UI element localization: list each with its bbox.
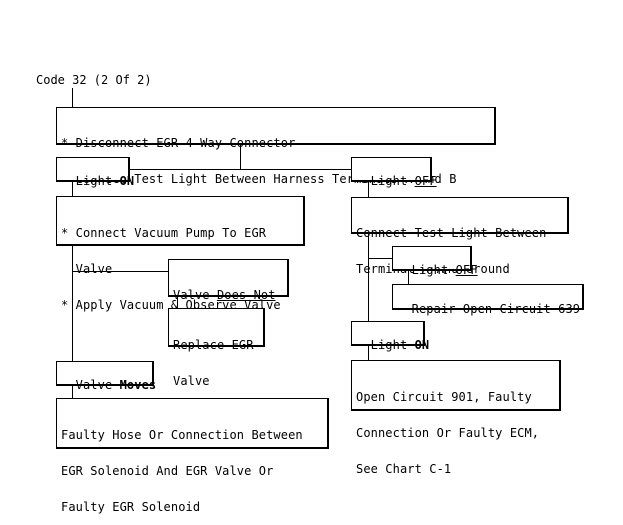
connector <box>72 88 73 107</box>
valve-state: Moves <box>119 378 157 392</box>
light-label: Light <box>411 263 456 277</box>
step-line: Valve <box>61 262 113 276</box>
vacuum-step-box: * Connect Vacuum Pump To EGR Valve * App… <box>56 196 305 311</box>
connector <box>72 182 73 196</box>
step-line: Connect Test Light Between <box>356 226 547 240</box>
step-line: * Apply Vacuum & Observe Valve <box>61 298 281 312</box>
step-line: Faulty Hose Or Connection Between <box>61 428 303 442</box>
valve-label: Valve <box>173 288 217 302</box>
connector <box>128 169 352 170</box>
repair-circuit-box: Repair Open Circuit 639 <box>392 284 584 315</box>
chart-title: Code 32 (2 Of 2) <box>36 73 152 87</box>
replace-valve-box: Replace EGR Valve <box>168 308 265 387</box>
light-label: Light <box>370 338 415 352</box>
step-line: Valve <box>173 374 210 388</box>
repair-text: Repair Open Circuit 639 <box>411 302 581 316</box>
faulty-hose-box: Faulty Hose Or Connection Between EGR So… <box>56 398 329 513</box>
light-state: ON <box>414 338 430 352</box>
step-line: Faulty EGR Solenoid <box>61 500 201 514</box>
light-off-box-2: Light OFF <box>392 246 477 276</box>
connector <box>177 296 178 308</box>
valve-moves-box: Valve Moves <box>56 361 156 391</box>
light-off-box: Light OFF <box>351 157 436 187</box>
step-line: EGR Solenoid And EGR Valve Or <box>61 464 274 478</box>
connector <box>72 271 168 272</box>
connector <box>368 233 369 321</box>
disconnect-step-box: * Disconnect EGR 4-Way Connector * Conne… <box>56 107 496 185</box>
step-line: Replace EGR <box>173 338 254 352</box>
step-line: See Chart C-1 <box>356 462 452 476</box>
light-label: Light <box>75 174 120 188</box>
light-label: Light <box>370 174 415 188</box>
connector <box>240 145 241 169</box>
connector <box>408 270 409 284</box>
light-state: ON <box>119 174 135 188</box>
step-line: Connection Or Faulty ECM, <box>356 426 540 440</box>
light-state: OFF <box>414 174 437 188</box>
connector <box>72 384 73 398</box>
connector <box>368 258 392 259</box>
valve-not-move-box: Valve Does Not Move <box>168 259 289 337</box>
test-light-step-box: Connect Test Light Between Terminal A An… <box>351 197 569 275</box>
light-on-box-2: Light ON <box>351 321 429 351</box>
connector <box>368 345 369 360</box>
step-line: * Disconnect EGR 4-Way Connector <box>61 136 296 150</box>
light-state: OFF <box>455 263 478 277</box>
open-circuit-box: Open Circuit 901, Faulty Connection Or F… <box>351 360 561 475</box>
connector <box>72 246 73 362</box>
valve-line: Valve Does Not <box>173 289 283 301</box>
valve-label: Valve <box>75 378 120 392</box>
light-on-box: Light ON <box>56 157 134 187</box>
valve-state: Does Not <box>216 288 276 302</box>
connector <box>368 182 369 197</box>
step-line: * Connect Vacuum Pump To EGR <box>61 226 267 240</box>
step-line: Open Circuit 901, Faulty <box>356 390 532 404</box>
